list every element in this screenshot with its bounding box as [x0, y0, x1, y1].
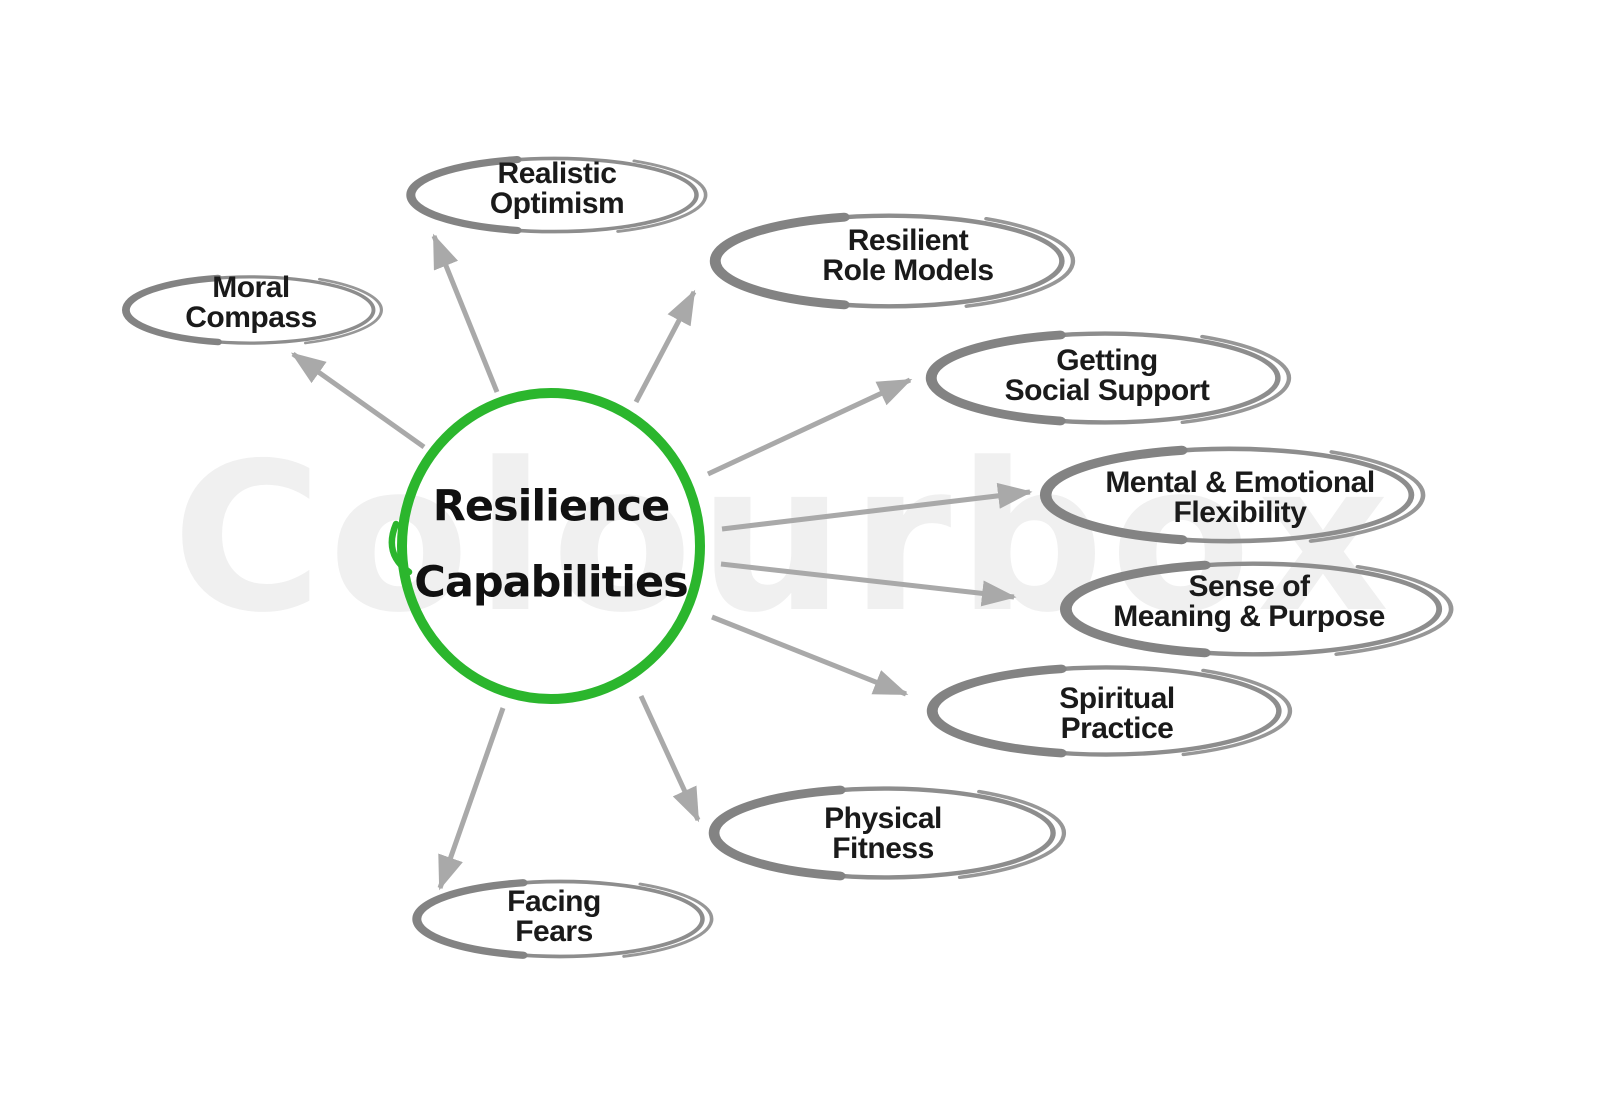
node-label-physical-fitness: Physical Fitness — [824, 804, 942, 864]
center-circle-hook-stroke — [388, 520, 413, 576]
node-label-spiritual-practice: Spiritual Practice — [1059, 684, 1175, 744]
center-circle — [388, 388, 705, 704]
node-label-line1: Mental & Emotional — [1105, 466, 1375, 499]
node-label-line1: Resilient — [847, 224, 969, 257]
arrow-to-spiritual-practice — [711, 614, 909, 697]
arrow-to-getting-social-support — [706, 377, 913, 477]
node-label-line1: Sense of — [1188, 570, 1310, 603]
node-label-line1: Physical — [824, 802, 942, 835]
arrow-to-resilient-role-models — [633, 289, 697, 404]
node-label-line2: Flexibility — [1173, 496, 1307, 529]
node-label-line1: Facing — [507, 885, 601, 918]
arrow-to-facing-fears — [437, 707, 506, 891]
arrow-to-realistic-optimism — [431, 233, 500, 393]
center-title-line2: Capabilities — [414, 557, 688, 608]
node-label-resilient-role-models: Resilient Role Models — [822, 224, 994, 287]
arrow-to-mental-emotional-flexibility — [721, 482, 1033, 532]
node-label-getting-social-support: Getting Social Support — [1005, 346, 1210, 406]
arrow-to-physical-fitness — [638, 694, 701, 823]
node-label-mental-emotional-flexibility: Mental & Emotional Flexibility — [1105, 466, 1375, 529]
node-label-line1: Spiritual — [1059, 682, 1175, 715]
center-title-line1: Resilience — [432, 481, 671, 532]
node-label-line2: Fears — [515, 915, 593, 948]
node-label-line1: Moral — [212, 271, 290, 304]
node-label-line2: Compass — [185, 301, 317, 334]
node-label-line2: Meaning & Purpose — [1113, 600, 1385, 633]
node-label-line2: Optimism — [489, 187, 625, 220]
node-label-line2: Role Models — [822, 254, 994, 287]
node-label-line2: Practice — [1060, 712, 1174, 745]
node-label-line1: Realistic — [497, 157, 617, 190]
node-label-realistic-optimism: Realistic Optimism — [489, 157, 625, 220]
node-label-facing-fears: Facing Fears — [507, 887, 601, 947]
node-label-moral-compass: Moral Compass — [185, 273, 317, 333]
node-label-line2: Fitness — [832, 832, 934, 865]
arrow-to-moral-compass — [290, 351, 426, 450]
node-label-line1: Getting — [1056, 344, 1158, 377]
arrow-to-sense-of-meaning-purpose — [720, 561, 1017, 607]
node-label-line2: Social Support — [1004, 374, 1210, 407]
node-label-sense-of-meaning-purpose: Sense of Meaning & Purpose — [1113, 572, 1385, 632]
